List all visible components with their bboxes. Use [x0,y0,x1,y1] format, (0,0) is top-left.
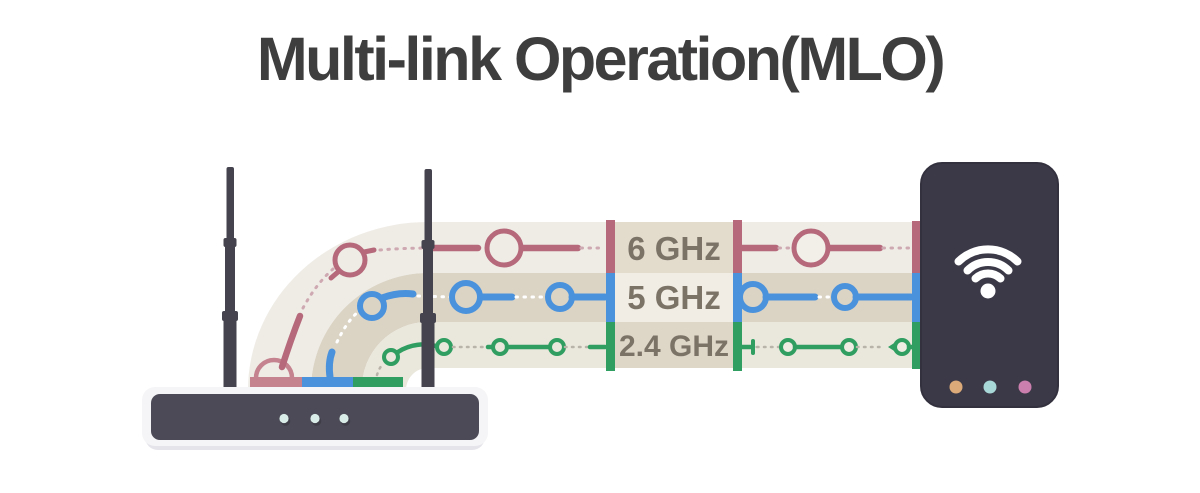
band-row-6ghz [248,222,912,390]
status-dot-teal [983,380,997,394]
trace-node [382,348,400,366]
port-5ghz [302,377,353,390]
trace-node [791,228,831,268]
led-indicator [279,413,289,424]
wifi-dot [980,283,996,299]
band-trace-24ghz [375,338,915,377]
label-bg-5ghz [615,273,733,322]
label-bar-right-24ghz [733,322,742,371]
label-bg-24ghz [615,322,733,368]
trace-node [737,281,769,313]
label-bar-left-6ghz [606,220,615,273]
status-dot-pink [1018,380,1032,394]
page-title: Multi-link Operation(MLO) [256,25,946,93]
trace-node [435,338,453,356]
band-label-5ghz: 5 GHz [627,279,721,316]
status-dot-orange [949,380,963,394]
band-label-block: 6 GHz 5 GHz 2.4 GHz [606,220,742,371]
wifi-icon [954,245,1022,299]
port-24ghz [353,377,403,390]
router-antenna-left [222,167,238,390]
router-antenna-right [420,169,436,390]
label-bar-left-24ghz [606,322,615,371]
trace-arrow [888,342,895,352]
device-band-ports [912,221,921,369]
trace-node [840,338,858,356]
client-device [920,162,1059,408]
trace-node [545,282,575,312]
trace-node [449,280,483,314]
port-6ghz [250,377,302,390]
router-band-ports [250,377,403,390]
trace-node [332,242,368,278]
led-indicator [310,413,320,424]
led-indicator [339,413,349,424]
trace-node [357,291,387,321]
band-label-24ghz: 2.4 GHz [619,330,729,363]
trace-dome [253,357,295,381]
band-trace-5ghz [325,280,915,381]
router-led-indicators [279,413,349,424]
trace-node [484,228,524,268]
device-status-dots [949,380,1032,394]
trace-node [548,338,566,356]
label-bar-right-5ghz [733,273,742,322]
label-bg-6ghz [615,222,733,273]
label-bar-right-6ghz [733,220,742,273]
band-trace-6ghz [253,228,911,381]
label-bar-left-5ghz [606,273,615,322]
band-label-6ghz: 6 GHz [627,230,721,267]
wifi-router [142,387,488,450]
